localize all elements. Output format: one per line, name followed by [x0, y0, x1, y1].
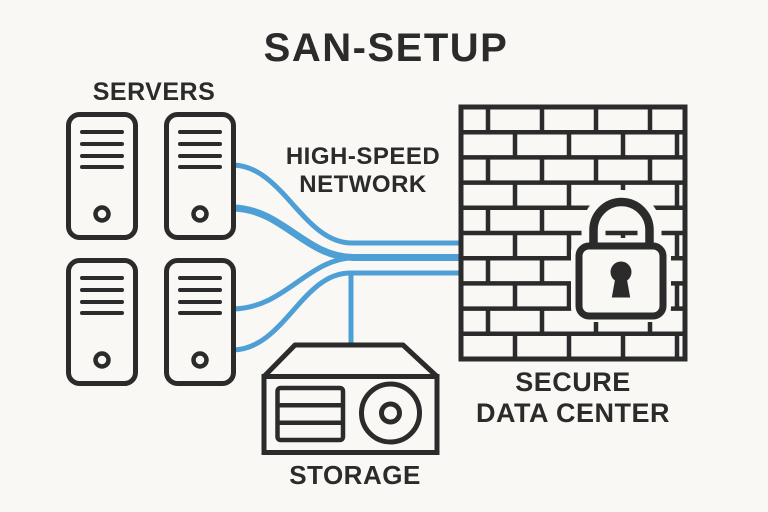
network-label-line2: NETWORK [299, 171, 427, 198]
server-icon-top-left [69, 115, 136, 238]
storage-label: STORAGE [289, 460, 421, 490]
data-center-label-line2: DATA CENTER [476, 398, 670, 428]
disc-icon [359, 381, 422, 445]
data-center-label-line1: SECURE [515, 367, 631, 397]
network-label-line1: HIGH-SPEED [285, 143, 441, 170]
data-center-label: SECURE DATA CENTER [476, 367, 670, 429]
drive-bays-icon [275, 385, 346, 443]
server-icon-top-right [167, 115, 234, 238]
server-icon-bottom-right [167, 261, 234, 384]
diagram-title: SAN-SETUP [263, 26, 509, 70]
padlock-icon [571, 190, 671, 322]
servers-label: SERVERS [92, 78, 216, 106]
storage-array-icon [261, 342, 440, 455]
network-cables [229, 162, 465, 353]
network-label: HIGH-SPEED NETWORK [286, 143, 440, 199]
server-icon-bottom-left [69, 261, 136, 384]
